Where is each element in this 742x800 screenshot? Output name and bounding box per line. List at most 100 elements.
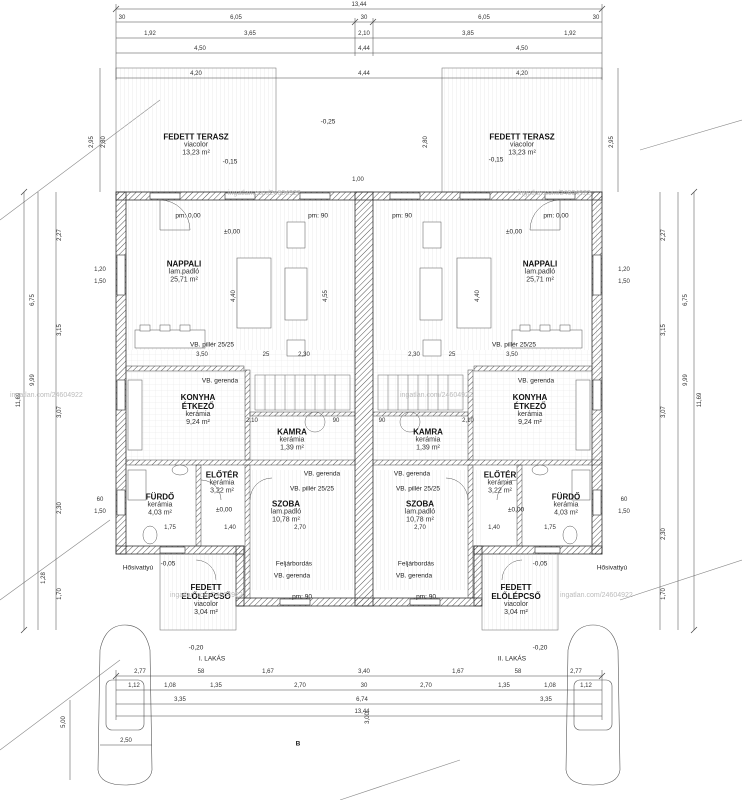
room-material: viacolor xyxy=(509,141,535,149)
kitchen-right-label: KONYHA ÉTKEZŐ kerámia 9,24 m² xyxy=(513,393,548,427)
dim-side-left-d: 1,20 xyxy=(94,267,106,273)
dim-side-right-g: 1,50 xyxy=(618,509,630,515)
dim-bottom-j: 1,35 xyxy=(210,683,222,689)
watermark-2: ingatlan.com/24604922 xyxy=(518,190,591,197)
dim-inner-h2-left: 4,55 xyxy=(323,290,329,302)
dim-top-c: 30 xyxy=(360,15,368,21)
dim-side-right-b: 3,07 xyxy=(661,406,667,418)
dim-inner-b1-left: 2,70 xyxy=(294,525,306,531)
dim-top-total: 13,44 xyxy=(351,2,367,8)
dim-side-right-c: 2,27 xyxy=(661,229,667,241)
dim-car-width: 2,50 xyxy=(120,738,132,744)
dim-bottom-n: 1,35 xyxy=(498,683,510,689)
beam-note-left-1: VB. gerenda xyxy=(201,377,239,385)
dim-side-left-g: 1,50 xyxy=(94,509,106,515)
room-name: SZOBA xyxy=(271,499,300,509)
unit-label-left: I. LAKÁS xyxy=(198,655,226,663)
room-name: KAMRA xyxy=(277,427,307,437)
level-zero-hall-left: ±0,00 xyxy=(215,506,233,514)
dim-bottom-h: 1,12 xyxy=(128,683,140,689)
level-drive-left: -0,20 xyxy=(188,644,204,652)
kitchen-left-label: KONYHA ÉTKEZŐ kerámia 9,24 m² xyxy=(181,393,216,427)
room-name: FÜRDŐ xyxy=(551,492,581,502)
entry-left-label: FEDETT ELŐLÉPCSŐ viacolor 3,04 m² xyxy=(181,583,230,617)
dim-inner-k1-left: 2,10 xyxy=(246,418,258,424)
room-material: kerámia xyxy=(415,436,441,444)
pillar-note-right-2: VB. pillér 25/25 xyxy=(395,485,441,493)
room-name: FEDETT xyxy=(190,582,222,592)
watermark-6: ingatlan.com/24604922 xyxy=(560,592,633,599)
room-area: 3,04 m² xyxy=(504,609,528,617)
watermark-1: ingatlan.com/24604922 xyxy=(228,190,301,197)
boiler-note-left: Hősivattyú xyxy=(122,564,154,572)
dim-bottom-c: 1,67 xyxy=(262,669,274,675)
dim-top-a: 30 xyxy=(118,15,126,21)
pillar-note-left: VB. pillér 25/25 xyxy=(189,341,235,349)
dim-top-g: 3,65 xyxy=(244,31,256,37)
dim-bottom-r: 6,74 xyxy=(356,697,368,703)
beam-note-right-3: VB. gerenda xyxy=(395,572,433,580)
dim-inner-b2-right: 1,75 xyxy=(544,525,556,531)
bedroom-left-label: SZOBA lam.padló 10,78 m² xyxy=(271,499,301,524)
dim-side-left-j: 1,28 xyxy=(41,572,47,584)
pantry-right-label: KAMRA kerámia 1,39 m² xyxy=(413,427,443,452)
level-entry-left: -0,05 xyxy=(160,560,176,568)
room-area: 1,39 m² xyxy=(280,444,304,452)
attic-note-right: Feljárbordás xyxy=(397,560,435,568)
dim-top-p: 4,20 xyxy=(516,71,528,77)
dim-top-n: 4,20 xyxy=(190,71,202,77)
room-name-2: ÉTKEZŐ xyxy=(181,401,215,411)
terrace-right-label: FEDETT TERASZ viacolor 13,23 m² xyxy=(489,132,554,157)
room-area: 25,71 m² xyxy=(526,276,554,284)
room-name: NAPPALI xyxy=(166,259,202,269)
room-material: kerámia xyxy=(185,411,211,419)
sill-note-1: pm: 0,00 xyxy=(175,212,201,220)
dim-side-right-a: 3,15 xyxy=(661,324,667,336)
dim-bottom-o: 1,08 xyxy=(544,683,556,689)
dim-side-left-a: 3,15 xyxy=(57,324,63,336)
dim-inner-b3-left: 1,40 xyxy=(224,525,236,531)
dim-bottom-i: 1,08 xyxy=(164,683,176,689)
dim-side-left-k: 2,95 xyxy=(89,136,95,148)
dim-side-left-depth: 6,75 xyxy=(30,294,36,306)
room-area: 3,22 m² xyxy=(488,487,512,495)
room-area: 1,39 m² xyxy=(416,444,440,452)
room-name-2: ÉTKEZŐ xyxy=(513,401,547,411)
dim-side-left-f: 60 xyxy=(96,497,104,503)
dim-inner-s1-left: 3,50 xyxy=(196,352,208,358)
dim-side-right-depth: 6,75 xyxy=(683,294,689,306)
dim-side-left-i: 1,70 xyxy=(57,588,63,600)
dim-side-right-k: 2,95 xyxy=(609,136,615,148)
entry-right-label: FEDETT ELŐLÉPCSŐ viacolor 3,04 m² xyxy=(491,583,540,617)
beam-note-left-3: VB. gerenda xyxy=(273,572,311,580)
level-terrace-right: -0,15 xyxy=(488,156,504,164)
sill-note-4: pm: 0,00 xyxy=(543,212,569,220)
sill-note-2: pm: 90 xyxy=(308,212,328,220)
room-name: KAMRA xyxy=(413,427,443,437)
pillar-note-right: VB. pillér 25/25 xyxy=(491,341,537,349)
dim-side-right-l: 2,80 xyxy=(423,136,429,148)
dim-side-right-main: 9,99 xyxy=(683,374,689,386)
dim-inner-k2-right: 90 xyxy=(378,418,386,424)
north-mark: B xyxy=(295,740,301,748)
room-material: lam.padló xyxy=(168,268,200,276)
dim-bottom-l: 30 xyxy=(360,683,368,689)
dim-inner-h1-right: 4,40 xyxy=(475,290,481,302)
dim-bottom-s: 3,35 xyxy=(540,697,552,703)
room-name-2: ELŐLÉPCSŐ xyxy=(181,591,231,601)
room-name: ELŐTÉR xyxy=(483,470,517,480)
dim-top-m: 4,50 xyxy=(516,46,528,52)
dim-side-right-e: 1,50 xyxy=(618,279,630,285)
dim-side-left-b: 3,07 xyxy=(57,406,63,418)
dim-inner-s2-right: 2,30 xyxy=(408,352,420,358)
room-area: 3,04 m² xyxy=(194,609,218,617)
dim-side-right-total: 11,69 xyxy=(697,392,703,408)
room-name-2: ELŐLÉPCSŐ xyxy=(491,591,541,601)
dim-side-right-i: 1,70 xyxy=(661,588,667,600)
room-material: kerámia xyxy=(553,501,579,509)
dim-bottom-total: 13,44 xyxy=(354,709,370,715)
room-area: 25,71 m² xyxy=(170,276,198,284)
room-name: FÜRDŐ xyxy=(145,492,175,502)
dim-offset: 3,00 xyxy=(365,712,371,724)
dim-top-i: 3,85 xyxy=(462,31,474,37)
